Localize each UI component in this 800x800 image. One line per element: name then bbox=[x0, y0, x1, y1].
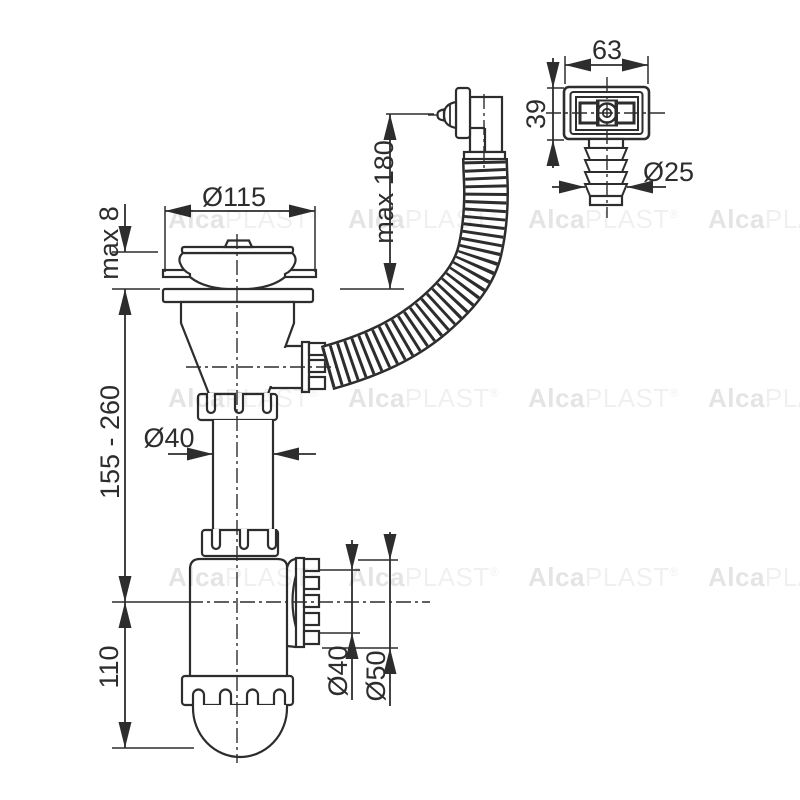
nut-slot bbox=[233, 393, 245, 415]
dim-outlet-nut-diameter: Ø50 bbox=[322, 532, 398, 706]
dim-label-overflow-height-front: 39 bbox=[521, 99, 551, 129]
dim-label-outlet-inner-diameter: Ø40 bbox=[323, 645, 353, 696]
outlet-elbow-bottom bbox=[286, 644, 297, 649]
pipe-fill bbox=[214, 420, 272, 532]
dim-tailpipe-diameter: Ø40 bbox=[143, 423, 316, 461]
dim-label-overflow-width: 63 bbox=[592, 35, 622, 65]
nut-slot bbox=[272, 688, 287, 706]
nut-slot bbox=[205, 393, 217, 415]
dim-label-tailpipe-diameter: Ø40 bbox=[143, 423, 194, 453]
overflow-nut-tooth bbox=[307, 375, 327, 391]
tailpipe bbox=[200, 420, 280, 558]
nut-slot bbox=[210, 529, 222, 551]
outlet-nut-tooth bbox=[302, 557, 321, 573]
outlet-nut-tooth bbox=[302, 611, 321, 627]
strainer-flange bbox=[161, 287, 315, 304]
nut-slot bbox=[218, 688, 233, 706]
spigot-barb bbox=[583, 159, 629, 173]
nut-slot bbox=[261, 393, 273, 415]
overflow-hose bbox=[320, 157, 510, 391]
outlet-nut-tooth bbox=[302, 593, 321, 609]
overflow-fitting-side-view bbox=[436, 86, 507, 161]
dim-label-adjustable-height: 155 - 260 bbox=[95, 385, 125, 499]
overflow-nut-tooth bbox=[307, 358, 327, 374]
dim-overflow-height-front: 39 bbox=[521, 58, 564, 168]
cap-knob bbox=[223, 239, 254, 249]
spigot-end bbox=[588, 194, 624, 207]
nut-slot bbox=[238, 529, 250, 551]
dim-label-cup-height: 110 bbox=[94, 645, 124, 688]
dim-overflow-width: 63 bbox=[564, 35, 649, 84]
dim-label-spigot-diameter: Ø25 bbox=[643, 157, 694, 187]
spigot-neck bbox=[587, 137, 625, 150]
dim-label-strainer-diameter: Ø115 bbox=[202, 182, 266, 212]
hose-corrugation bbox=[321, 157, 507, 388]
nut-slot bbox=[245, 688, 260, 706]
dim-label-outlet-nut-diameter: Ø50 bbox=[361, 650, 391, 701]
dim-spigot-diameter: Ø25 bbox=[552, 157, 694, 194]
dim-strainer-diameter: Ø115 bbox=[164, 182, 316, 272]
dimensions: Ø115 max 8 155 - 260 110 bbox=[94, 35, 694, 749]
spigot-barb bbox=[583, 171, 629, 185]
outlet-nut-tooth bbox=[302, 575, 321, 591]
dim-outlet-inner-diameter: Ø40 bbox=[320, 540, 360, 700]
spigot-barb bbox=[583, 147, 629, 161]
spigot-barb bbox=[583, 183, 629, 197]
nut-slot bbox=[191, 688, 206, 706]
dim-label-max-sink-thickness: max 8 bbox=[94, 206, 124, 280]
nut-slot bbox=[266, 529, 278, 551]
cup-body bbox=[188, 557, 289, 675]
fitting-flange bbox=[454, 86, 472, 140]
dim-adjustable-height: 155 - 260 bbox=[95, 289, 188, 603]
cup-dome bbox=[191, 705, 289, 759]
outlet-nut-tooth bbox=[302, 629, 321, 646]
dim-label-max-overflow-height: max 180 bbox=[369, 140, 399, 244]
fitting-screw-tip bbox=[436, 108, 446, 122]
dim-max-overflow-height: max 180 bbox=[340, 113, 434, 290]
dim-cup-height: 110 bbox=[94, 602, 194, 749]
